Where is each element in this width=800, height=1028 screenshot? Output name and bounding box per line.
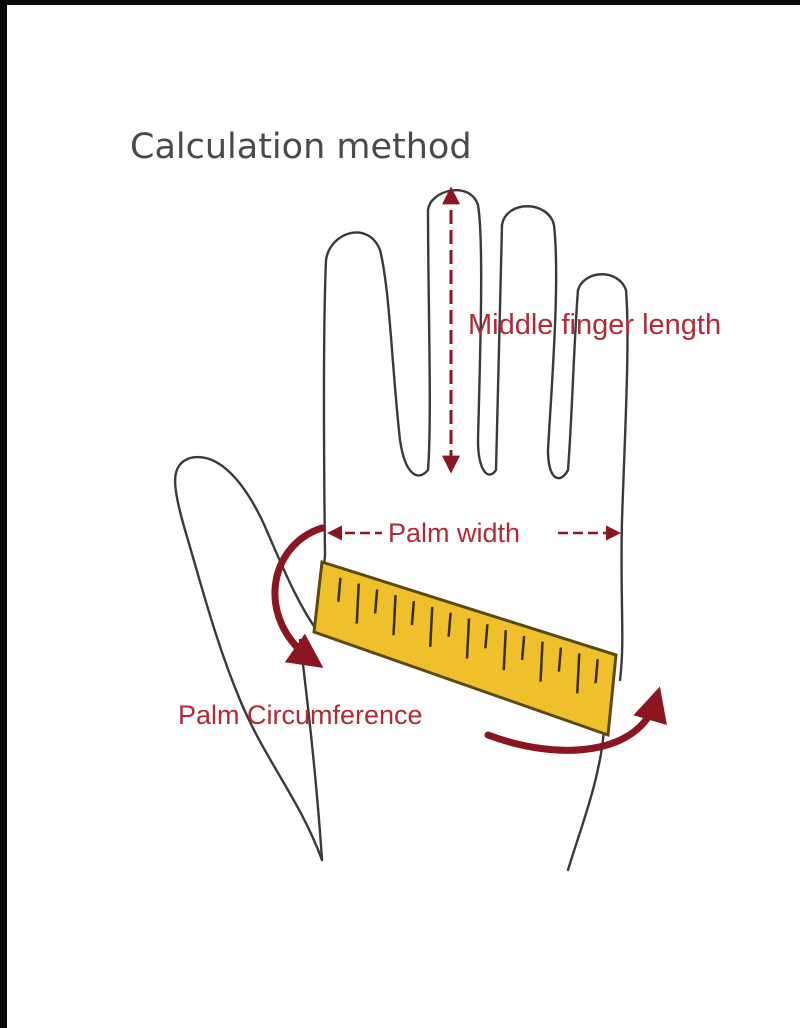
little-finger-outline bbox=[576, 273, 629, 682]
ruler-tick bbox=[576, 653, 581, 694]
palm-width-label: Palm width bbox=[388, 518, 520, 548]
ruler-tick bbox=[373, 589, 379, 614]
ruler-tick bbox=[484, 624, 489, 649]
ruler-tick bbox=[465, 618, 471, 659]
diagram-title: Calculation method bbox=[130, 127, 472, 167]
ruler-tick bbox=[557, 647, 563, 672]
measuring-tape-icon bbox=[312, 560, 618, 738]
ruler-tick bbox=[520, 635, 526, 661]
frame-top-border bbox=[0, 0, 800, 5]
middle-finger-length-label: Middle finger length bbox=[468, 309, 721, 341]
ring-finger-outline bbox=[500, 205, 580, 480]
hand-outline bbox=[173, 189, 629, 872]
ruler-tick bbox=[447, 612, 452, 637]
thumb-outline bbox=[173, 455, 324, 862]
ruler-tick bbox=[429, 606, 434, 647]
ruler-tick bbox=[410, 600, 416, 626]
ruler-tick bbox=[502, 630, 507, 671]
middle-finger-outline bbox=[426, 189, 504, 476]
palm-left-outline bbox=[298, 638, 324, 862]
ruler-tick bbox=[337, 577, 342, 602]
curved-arrow-icon bbox=[271, 524, 667, 754]
ruler-tick bbox=[594, 659, 599, 684]
ruler-tick bbox=[355, 583, 360, 624]
frame-left-border bbox=[0, 0, 7, 1028]
palm-circumference-label: Palm Circumference bbox=[178, 700, 423, 730]
ruler-tick bbox=[539, 641, 544, 682]
index-finger-outline bbox=[322, 208, 431, 557]
ruler-tick bbox=[392, 595, 397, 636]
